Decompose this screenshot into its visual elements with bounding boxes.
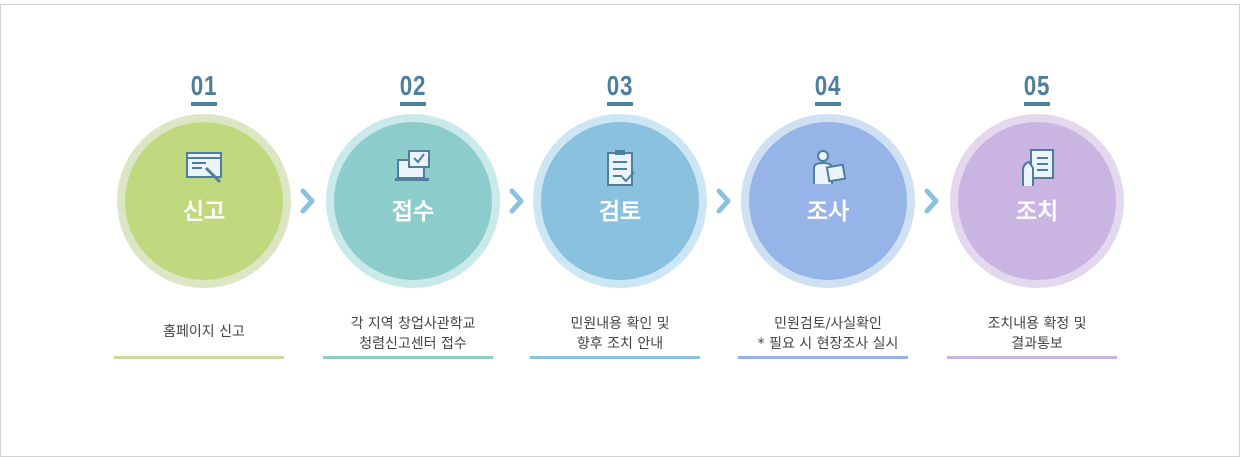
step-circle: 신고: [117, 114, 291, 288]
step-underline-bar: [738, 356, 908, 359]
description-line: * 필요 시 현장조사 실시: [757, 336, 899, 352]
step-underline-bar: [947, 356, 1117, 359]
step-circle-inner: 조치: [958, 122, 1116, 280]
description-line: 청렴신고센터 접수: [359, 336, 467, 352]
step-circle: 접수: [326, 114, 500, 288]
step-title: 조사: [806, 199, 850, 225]
clipboard-checklist-icon: [607, 150, 635, 186]
number-underline: [607, 102, 633, 106]
step-description: 민원검토/사실확인 * 필요 시 현장조사 실시: [728, 314, 928, 354]
step-underline-bar: [530, 356, 700, 359]
step-underline-bar: [323, 356, 493, 359]
step-number: 02: [399, 70, 427, 101]
step-circle-inner: 조사: [749, 122, 907, 280]
step-circle: 조사: [741, 114, 915, 288]
chevron-right-icon: [716, 188, 731, 214]
step-circle-inner: 신고: [125, 122, 283, 280]
chevron-right-icon: [924, 188, 939, 214]
description-line: 향후 조치 안내: [576, 336, 664, 352]
step-circle-inner: 검토: [541, 122, 699, 280]
description-line: 민원내용 확인 및: [570, 316, 670, 332]
person-document-icon: [813, 150, 847, 184]
step-title: 접수: [391, 199, 435, 225]
number-underline: [1024, 102, 1050, 106]
step-number: 05: [1023, 70, 1051, 101]
step-number: 04: [814, 70, 842, 101]
description-line: 홈페이지 신고: [163, 324, 245, 340]
step-number: 01: [190, 70, 218, 101]
step-circle-inner: 접수: [334, 122, 492, 280]
step-number: 03: [606, 70, 634, 101]
description-line: 결과통보: [1011, 336, 1063, 352]
web-form-pen-icon: [186, 152, 222, 184]
description-line: 각 지역 창업사관학교: [350, 316, 476, 332]
step-title: 신고: [182, 199, 226, 225]
step-description: 홈페이지 신고: [104, 322, 304, 342]
number-underline: [191, 102, 217, 106]
laptop-check-message-icon: [395, 150, 430, 181]
description-line: 조치내용 확정 및: [987, 316, 1087, 332]
step-01: 01 신고 홈페이지 신고: [114, 0, 294, 457]
step-underline-bar: [114, 356, 284, 359]
chevron-right-icon: [300, 188, 315, 214]
step-04: 04 조사 민원검토/사실확인 * 필요 시 현장조사 실시: [738, 0, 918, 457]
description-line: 민원검토/사실확인: [774, 316, 882, 332]
step-title: 조치: [1015, 199, 1059, 225]
chevron-right-icon: [509, 188, 524, 214]
step-circle: 검토: [533, 114, 707, 288]
step-circle: 조치: [950, 114, 1124, 288]
number-underline: [815, 102, 841, 106]
step-title: 검토: [598, 199, 642, 225]
number-underline: [400, 102, 426, 106]
hand-document-icon: [1022, 149, 1054, 186]
